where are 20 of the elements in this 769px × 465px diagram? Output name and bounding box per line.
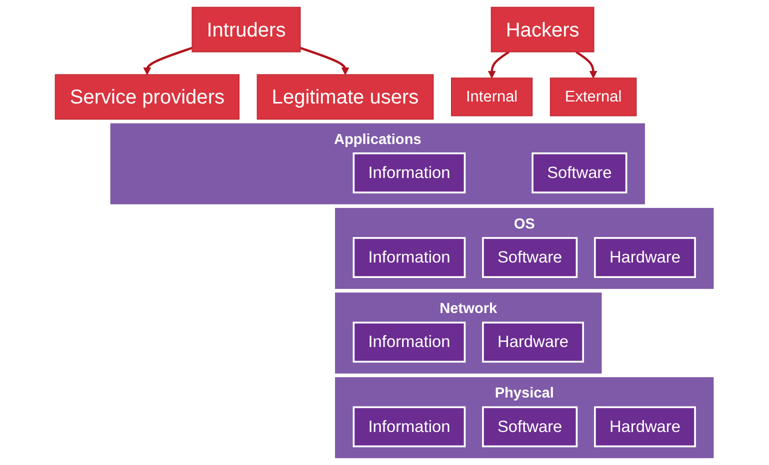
node-box: Legitimate users [257,74,434,120]
node-box: Intruders [192,6,301,52]
node-box: Information [353,152,466,194]
node-box: Internal [451,78,533,116]
node-box: Software [482,406,578,448]
node-box: Hardware [594,406,696,448]
node-box: Software [532,152,628,194]
node-box: Information [353,237,466,278]
node-box: Service providers [55,74,240,120]
node-box: External [550,78,637,116]
node-box: Information [353,322,466,363]
node-box: Hackers [491,6,595,52]
node-box: Software [482,237,578,278]
node-box: Hardware [594,237,696,278]
arrow [576,50,598,78]
node-box: Information [353,406,466,448]
node-box: Hardware [482,322,584,363]
arrow [143,46,193,75]
arrow [488,50,510,78]
arrow [300,46,350,75]
